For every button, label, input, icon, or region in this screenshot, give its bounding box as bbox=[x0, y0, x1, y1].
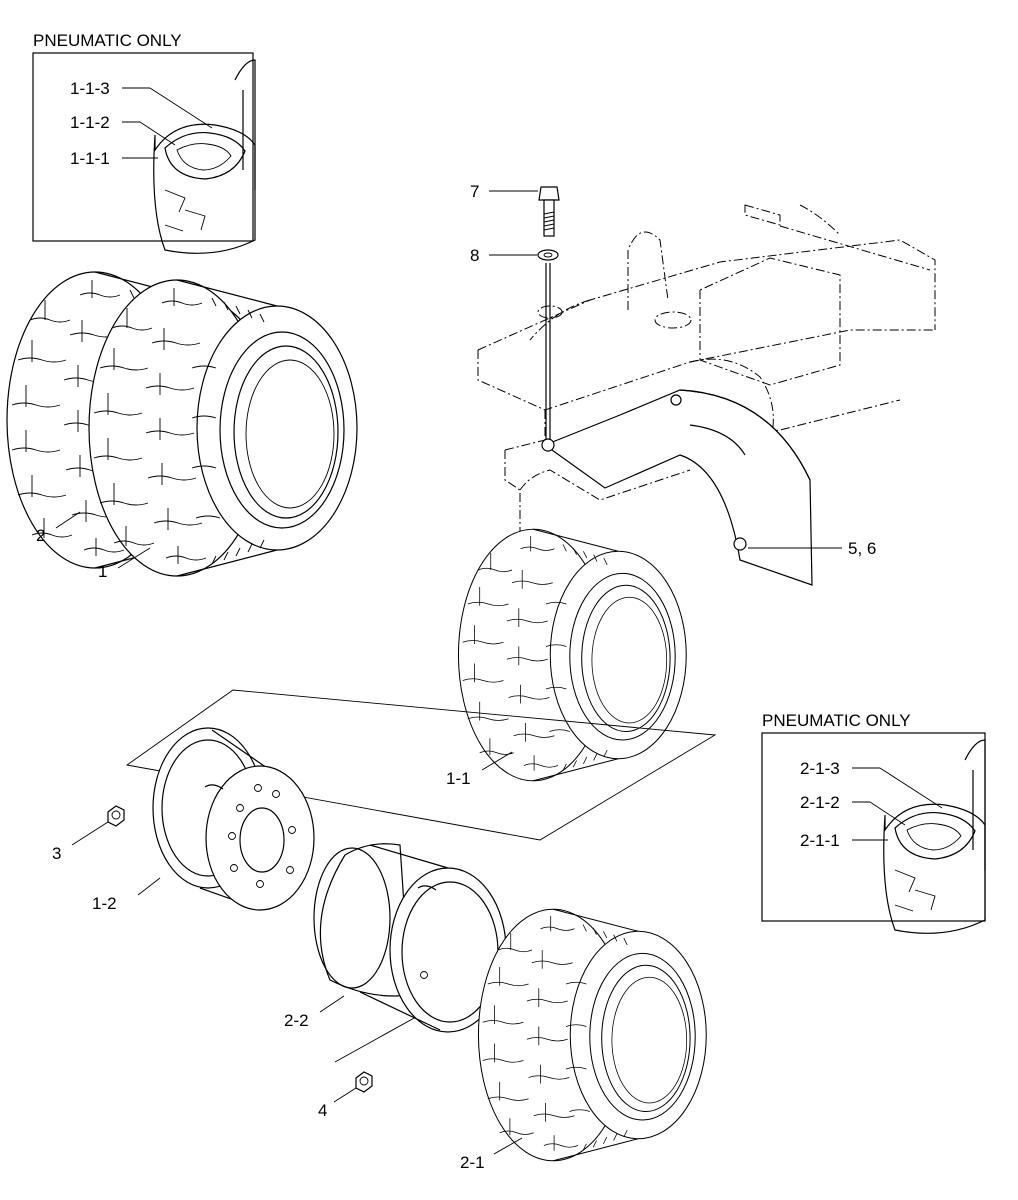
dual-tires: 2 1 bbox=[6, 271, 358, 581]
inset-right-title: PNEUMATIC ONLY bbox=[762, 711, 911, 730]
callout-2-1-2: 2-1-2 bbox=[800, 793, 840, 812]
rear-assembly-leader bbox=[334, 1011, 426, 1063]
inset-top-left-title: PNEUMATIC ONLY bbox=[33, 31, 182, 50]
inset-top-left-tube-detail bbox=[153, 59, 256, 254]
tire-rear-single: 2-1 bbox=[460, 908, 707, 1172]
callout-8: 8 bbox=[470, 246, 479, 265]
callout-1-1: 1-1 bbox=[446, 769, 471, 788]
callout-5-6: 5, 6 bbox=[848, 539, 876, 558]
rim-rear: 2-2 bbox=[284, 843, 507, 1033]
inset-right-frame bbox=[761, 732, 986, 922]
fender: 5, 6 bbox=[541, 389, 876, 586]
tire-front-single: 1-1 bbox=[446, 528, 687, 788]
callout-2-1-1: 2-1-1 bbox=[800, 831, 840, 850]
callout-2: 2 bbox=[36, 526, 45, 545]
callout-4: 4 bbox=[318, 1101, 327, 1120]
callout-1-1-2: 1-1-2 bbox=[70, 113, 110, 132]
callout-2-1-3: 2-1-3 bbox=[800, 759, 840, 778]
inset-right: PNEUMATIC ONLY 2-1-3 2-1-2 2-1-1 bbox=[761, 711, 986, 934]
callout-3: 3 bbox=[52, 844, 61, 863]
rim-front: 1-2 bbox=[92, 727, 315, 913]
callout-1-2: 1-2 bbox=[92, 894, 117, 913]
inset-top-left-frame bbox=[32, 52, 254, 242]
bolt-and-washer: 7 8 bbox=[470, 182, 560, 440]
callout-1-1-1: 1-1-1 bbox=[70, 149, 110, 168]
assembly-outline bbox=[125, 689, 717, 841]
callout-1: 1 bbox=[98, 562, 107, 581]
callout-7: 7 bbox=[470, 182, 479, 201]
callout-2-1: 2-1 bbox=[460, 1153, 485, 1172]
callout-1-1-3: 1-1-3 bbox=[70, 79, 110, 98]
nut-front: 3 bbox=[52, 805, 125, 863]
inset-top-left: PNEUMATIC ONLY 1-1-3 1-1-2 1-1-1 bbox=[32, 31, 256, 254]
nut-rear: 4 bbox=[318, 1071, 373, 1120]
callout-2-2: 2-2 bbox=[284, 1011, 309, 1030]
inset-right-tube-detail bbox=[883, 739, 986, 934]
